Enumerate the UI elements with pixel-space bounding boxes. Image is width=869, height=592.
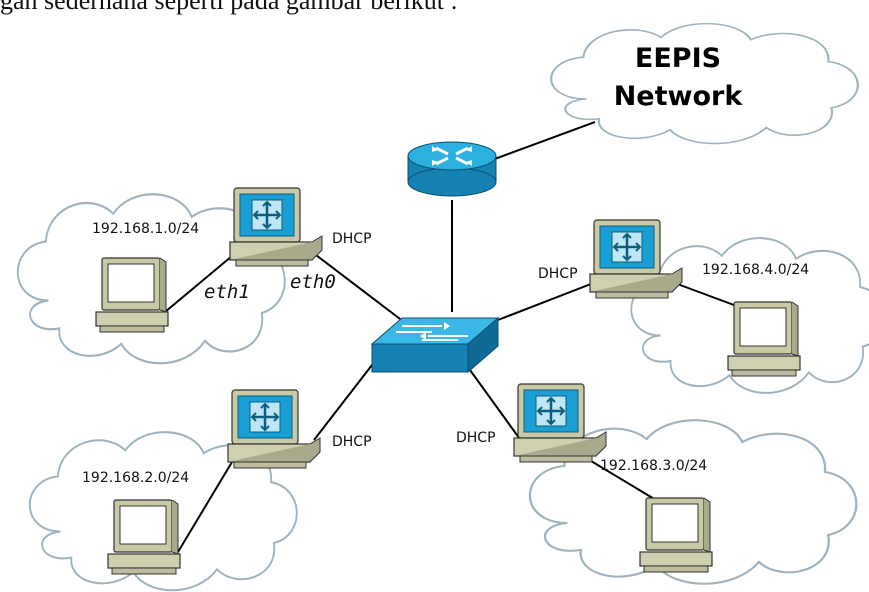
link-gw4-switch [497,281,597,321]
client-pc-3[interactable] [639,497,713,573]
client-pc-1[interactable] [95,257,169,333]
gateway-pc-2[interactable] [226,388,322,470]
iface-label-eth1: eth1 [204,281,250,303]
dhcp-label-4: DHCP [538,266,578,282]
switch-icon[interactable] [370,316,500,374]
link-gw2-switch [313,364,373,441]
network-cloud-line1: EEPIS [634,43,722,74]
client-pc-4[interactable] [727,301,801,377]
link-gw3-pc3 [585,457,657,501]
gateway-pc-3[interactable] [512,382,608,464]
link-gw4-pc4 [671,281,743,309]
router-icon[interactable] [407,141,497,197]
dhcp-label-2: DHCP [332,434,372,450]
iface-label-eth0: eth0 [290,271,336,293]
subnet-label-4: 192.168.4.0/24 [702,262,810,278]
client-pc-2[interactable] [107,499,181,575]
links [164,121,743,553]
subnet-label-2: 192.168.2.0/24 [82,470,190,486]
network-cloud-line2: Network [613,81,743,112]
dhcp-label-1: DHCP [332,231,372,247]
subnet-label-3: 192.168.3.0/24 [600,458,708,474]
link-gw1-switch [311,251,405,323]
network-cloud-title: EEPIS Network [608,40,748,116]
link-gw1-pc1 [164,255,233,313]
link-gw3-switch [469,369,523,443]
link-router-cloud [491,121,596,161]
link-gw2-pc2 [177,461,233,553]
caption-text: gan sederhana seperti pada gambar beriku… [0,0,458,15]
dhcp-label-3: DHCP [456,430,496,446]
gateway-pc-1[interactable] [228,186,324,268]
subnet-label-1: 192.168.1.0/24 [92,221,200,237]
